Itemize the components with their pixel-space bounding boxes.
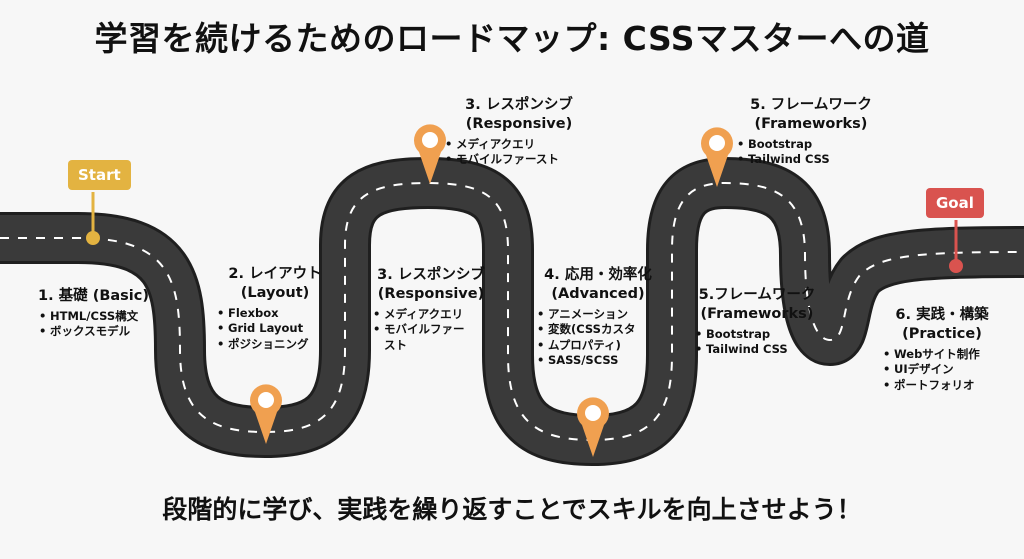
step-heading: 1. 基礎 (Basic) [38, 288, 149, 304]
step-heading: 4. 応用・効率化 [544, 267, 652, 283]
list-item: SASS/SCSS [536, 353, 660, 369]
step-subheading: (Frameworks) [700, 305, 814, 322]
step-heading: 5. フレームワーク [750, 97, 872, 113]
list-item: UIデザイン [882, 362, 1002, 378]
list-item: ボックスモデル [38, 324, 168, 340]
step-heading: 6. 実践・構築 [895, 307, 989, 323]
goal-flag: Goal [926, 188, 984, 218]
list-item: モバイルファースト [444, 152, 594, 168]
step-heading: 2. レイアウト [228, 266, 322, 282]
list-item: モバイルファー [372, 322, 490, 338]
list-item: メディアクエリ [372, 307, 490, 323]
list-item: Tailwind CSS [694, 342, 820, 358]
page-title: 学習を続けるためのロードマップ: CSSマスターへの道 [94, 19, 930, 58]
list-item: ムプロパティ) [536, 338, 660, 354]
list-item: Bootstrap [694, 327, 820, 343]
step-heading: 3. レスポンシブ [465, 97, 573, 113]
step-subheading: (Layout) [240, 284, 310, 301]
step-frameworks: 5.フレームワーク (Frameworks) Bootstrap Tailwin… [694, 286, 820, 358]
map-pin-icon [701, 127, 733, 187]
step-responsive-top: 3. レスポンシブ (Responsive) メディアクエリ モバイルファースト [444, 96, 594, 168]
step-basic: 1. 基礎 (Basic) HTML/CSS構文 ボックスモデル [38, 287, 168, 340]
map-pin-icon [577, 397, 609, 457]
step-responsive: 3. レスポンシブ (Responsive) メディアクエリ モバイルファー ス… [372, 266, 490, 353]
goal-marker [949, 259, 963, 273]
step-subheading: (Practice) [902, 325, 982, 342]
list-item: HTML/CSS構文 [38, 309, 168, 325]
step-heading: 3. レスポンシブ [377, 267, 485, 283]
list-item: アニメーション [536, 307, 660, 323]
list-item: Webサイト制作 [882, 347, 1002, 363]
step-layout: 2. レイアウト (Layout) Flexbox Grid Layout ポジ… [216, 265, 334, 352]
step-heading: 5.フレームワーク [698, 287, 816, 303]
start-flag: Start [68, 160, 131, 190]
list-item: ポートフォリオ [882, 378, 1002, 394]
list-item: メディアクエリ [444, 137, 594, 153]
step-advanced: 4. 応用・効率化 (Advanced) アニメーション 変数(CSSカスタ ム… [536, 266, 660, 369]
step-subheading: (Responsive) [377, 285, 485, 302]
list-item: Flexbox [216, 306, 334, 322]
list-item: Bootstrap [736, 137, 886, 153]
list-item: Grid Layout [216, 321, 334, 337]
list-item: ポジショニング [216, 337, 334, 353]
list-item: Tailwind CSS [736, 152, 886, 168]
footer-message: 段階的に学び、実践を繰り返すことでスキルを向上させよう！ [162, 495, 862, 524]
step-subheading: (Advanced) [551, 285, 645, 302]
map-pin-icon [250, 384, 282, 444]
step-frameworks-top: 5. フレームワーク (Frameworks) Bootstrap Tailwi… [736, 96, 886, 168]
list-item: 変数(CSSカスタ [536, 322, 660, 338]
start-marker [86, 231, 100, 245]
step-subheading: (Frameworks) [754, 115, 868, 132]
step-subheading: (Responsive) [465, 115, 573, 132]
list-item: スト [384, 337, 407, 352]
map-pin-icon [414, 124, 446, 184]
step-practice: 6. 実践・構築 (Practice) Webサイト制作 UIデザイン ポートフ… [882, 306, 1002, 393]
